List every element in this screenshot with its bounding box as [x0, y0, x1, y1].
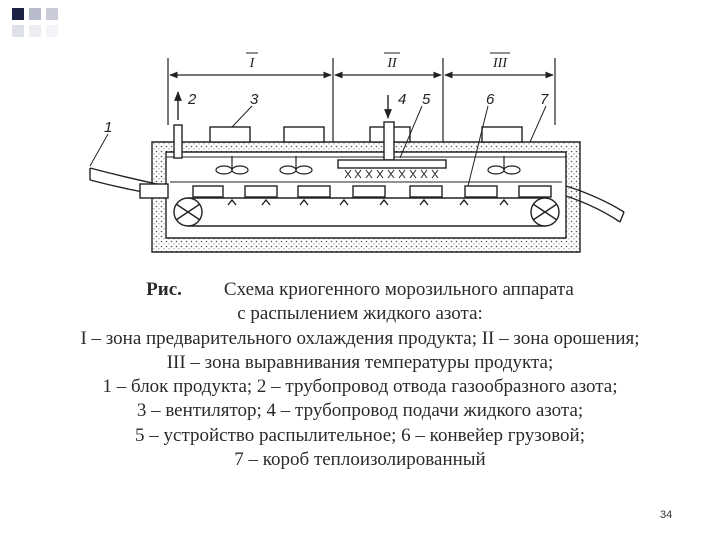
fan-blades [215, 156, 521, 175]
zone-label-1: I [249, 56, 256, 71]
leader-lines [89, 105, 547, 187]
part-label-4: 4 [398, 91, 406, 108]
caption-line: 5 – устройство распылительное; 6 – конве… [135, 424, 585, 446]
infeed-outfeed [89, 167, 625, 223]
caption-title: Схема криогенного морозильного аппарата [223, 279, 574, 300]
caption-title-line: Рис. Схема криогенного морозильного аппар… [0, 278, 720, 302]
corner-square [12, 25, 24, 37]
page-number: 34 [660, 509, 673, 521]
zone-label-2: II [386, 56, 398, 71]
corner-square [12, 8, 24, 20]
caption-line: с распылением жидкого азота: [237, 303, 483, 325]
caption-line: 3 – вентилятор; 4 – трубопровод подачи ж… [136, 400, 584, 422]
caption-line: III – зона выравнивания температуры прод… [166, 351, 554, 373]
part-label-6: 6 [486, 91, 495, 108]
caption-line: I – зона предварительного охлаждения про… [80, 327, 640, 349]
caption-label: Рис. [146, 279, 182, 300]
caption-line: 1 – блок продукта; 2 – трубопровод отвод… [102, 376, 618, 398]
zone-dimension-lines [167, 58, 556, 150]
figure-caption: Рис. Схема криогенного морозильного аппар… [0, 278, 720, 472]
part-label-2: 2 [187, 91, 197, 108]
part-label-5: 5 [422, 91, 431, 108]
part-label-3: 3 [250, 91, 259, 108]
corner-square [46, 8, 58, 20]
zone-label-3: III [492, 56, 508, 71]
corner-square [29, 25, 41, 37]
exhaust-pipe [173, 91, 183, 159]
caption-line: 7 – короб теплоизолированный [234, 449, 486, 471]
nitrogen-supply-pipe [337, 95, 447, 169]
freezer-diagram: I II III [89, 52, 625, 253]
product-blocks [192, 185, 552, 198]
insulated-box [151, 141, 581, 253]
part-label-7: 7 [540, 91, 549, 108]
corner-square [29, 8, 41, 20]
fan-motors [209, 126, 523, 143]
part-label-1: 1 [104, 119, 112, 136]
corner-square [46, 25, 58, 37]
conveyor [173, 197, 560, 227]
spray-pattern [344, 169, 439, 179]
